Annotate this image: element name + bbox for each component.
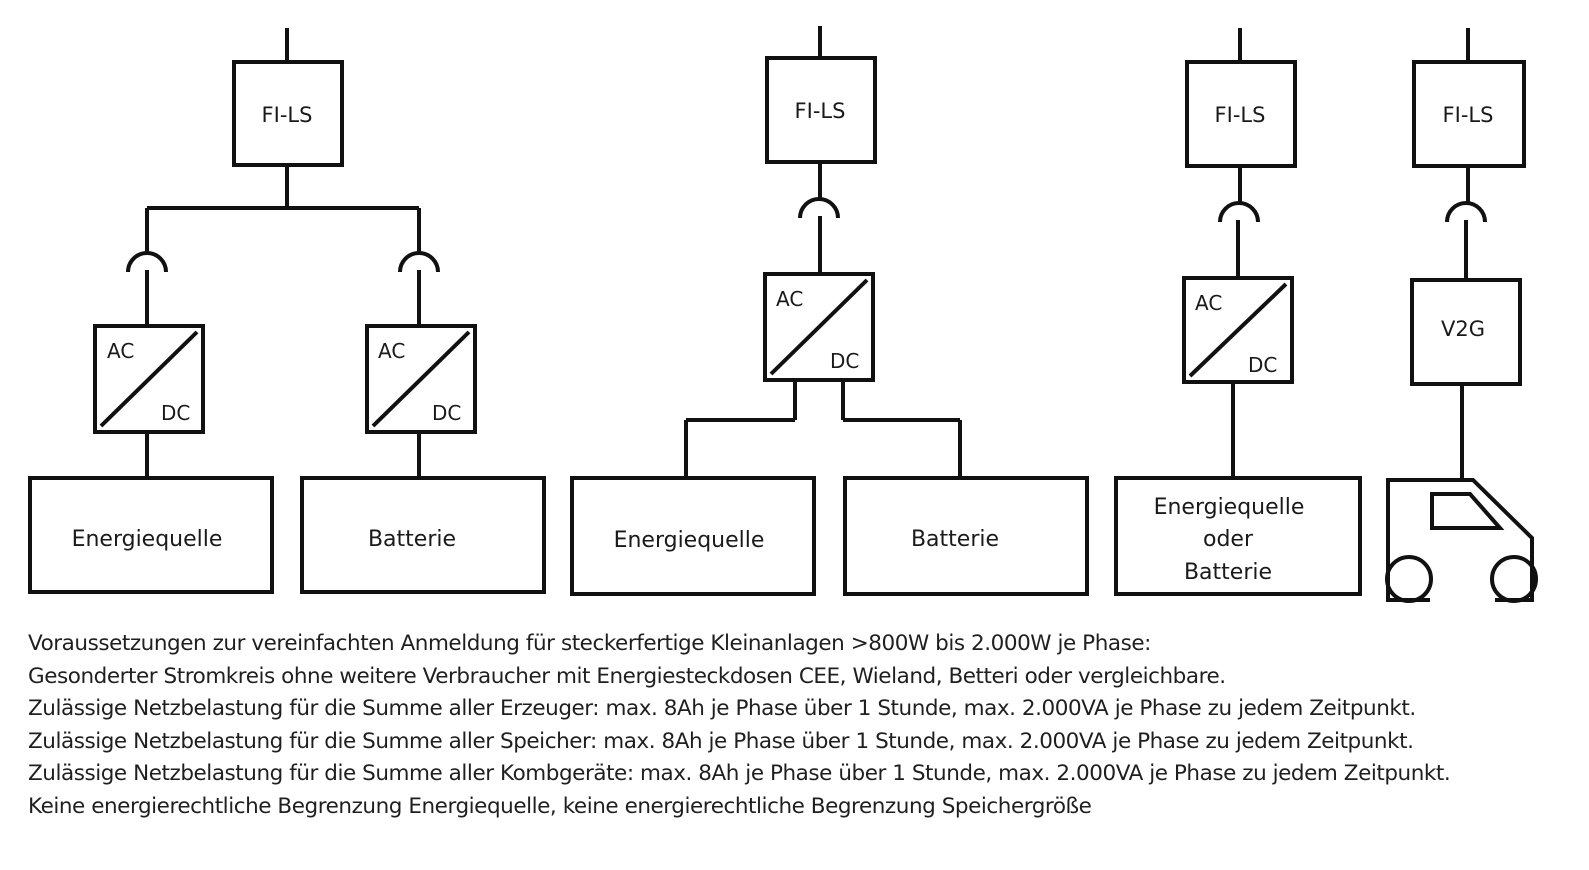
v2g-box (1410, 278, 1522, 386)
notes-line: Zulässige Netzbelastung für die Summe al… (28, 696, 1416, 722)
dc-label: DC (161, 401, 190, 425)
ac-label: AC (107, 339, 134, 363)
fi-ls-label: FI-LS (1215, 103, 1266, 127)
energy-source-box (28, 476, 274, 594)
plug-icon (1218, 201, 1260, 223)
plug-icon (398, 251, 440, 273)
notes-line: Zulässige Netzbelastung für die Summe al… (28, 728, 1414, 754)
notes-line: Keine energierechtliche Begrenzung Energ… (28, 793, 1092, 819)
ac-label: AC (378, 339, 405, 363)
notes-line: Gesonderter Stromkreis ohne weitere Verb… (28, 663, 1226, 689)
plug-icon (1445, 201, 1487, 223)
variant-combo-device (1114, 28, 1362, 596)
variant-separate-inverters (28, 28, 546, 594)
notes-line: Zulässige Netzbelastung für die Summe al… (28, 761, 1451, 787)
fi-ls-label: FI-LS (262, 103, 313, 127)
inverter-box (763, 272, 875, 382)
dc-label: DC (432, 401, 461, 425)
battery-box (300, 476, 546, 594)
plug-icon (126, 251, 168, 273)
dc-label: DC (830, 349, 859, 373)
diagram-labels: FI-LS FI-LS FI-LS FI-LS AC DC AC DC AC D… (72, 99, 1494, 585)
plug-icon (798, 197, 840, 219)
variant-v2g (1385, 28, 1538, 603)
energy-source-label: Energiequelle (72, 527, 223, 552)
requirements-notes: Voraussetzungen zur vereinfachten Anmeld… (28, 628, 1578, 824)
fi-ls-label: FI-LS (1443, 103, 1494, 127)
combo-device-box (1114, 476, 1362, 596)
dc-label: DC (1248, 353, 1277, 377)
energy-source-label: Energiequelle (614, 528, 765, 553)
car-icon (1385, 478, 1538, 603)
battery-label: Batterie (368, 527, 456, 552)
fi-ls-label: FI-LS (795, 99, 846, 123)
combo-label-line2: oder (1203, 527, 1254, 552)
ac-label: AC (776, 287, 803, 311)
energy-source-box (570, 476, 816, 596)
notes-line: Voraussetzungen zur vereinfachten Anmeld… (28, 631, 1151, 656)
v2g-label: V2G (1441, 317, 1485, 341)
combo-label-line1: Energiequelle (1154, 495, 1305, 520)
combo-label-line3: Batterie (1184, 560, 1272, 585)
variant-shared-inverter (570, 26, 1089, 596)
battery-box (843, 476, 1089, 596)
ac-label: AC (1195, 291, 1222, 315)
inverter-box (1182, 276, 1294, 384)
battery-label: Batterie (911, 527, 999, 552)
